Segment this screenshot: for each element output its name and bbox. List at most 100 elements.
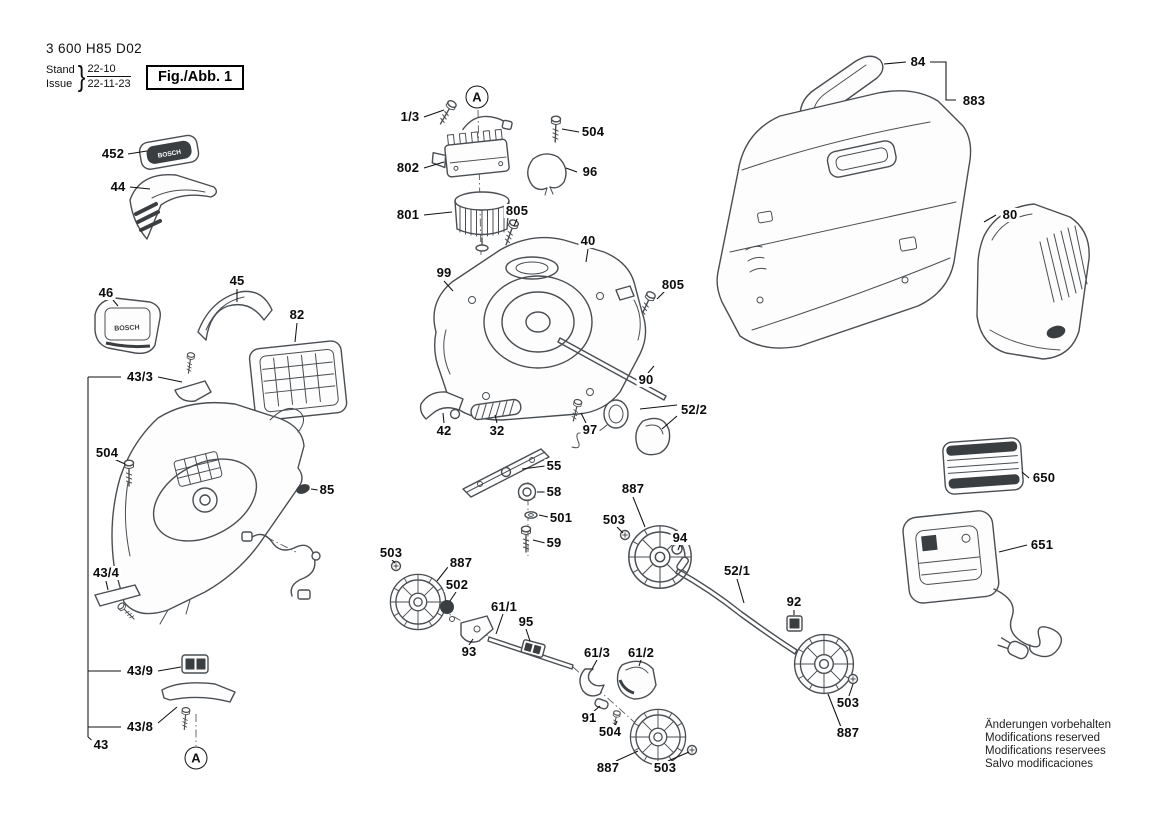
- callout-40: 40: [578, 233, 598, 248]
- part-452-battery: BOSCH: [138, 134, 200, 170]
- callout-58: 58: [544, 484, 564, 499]
- callout-883: 883: [960, 93, 988, 108]
- part-52-1-axle: [675, 568, 798, 655]
- part-96-clamp: [527, 153, 567, 196]
- part-43-9-connector: [181, 654, 209, 674]
- callout-61-1: 61/1: [488, 599, 520, 614]
- callout-85: 85: [317, 482, 337, 497]
- callout-42: 42: [434, 423, 454, 438]
- callout-504: 504: [93, 445, 121, 460]
- issue-label: Issue: [46, 77, 73, 90]
- callout-503: 503: [651, 760, 679, 775]
- callout-887: 887: [594, 760, 622, 775]
- callout-46: 46: [96, 285, 116, 300]
- callout-61-2: 61/2: [625, 645, 657, 660]
- callout-94: 94: [670, 530, 690, 545]
- part-501-washer: [524, 511, 538, 519]
- callout-887: 887: [447, 555, 475, 570]
- callout-84: 84: [908, 54, 928, 69]
- part-32-roller: [470, 398, 522, 421]
- footer-note-line: Änderungen vorbehalten: [985, 719, 1111, 731]
- assembly-marker-a: A: [465, 85, 489, 109]
- brand-text: BOSCH: [114, 324, 140, 332]
- callout-55: 55: [544, 458, 564, 473]
- callout-651: 651: [1028, 537, 1056, 552]
- callout-887: 887: [834, 725, 862, 740]
- callout-91: 91: [579, 710, 599, 725]
- footer-note-line: Modifications reservees: [985, 745, 1106, 757]
- part-44-cover: [129, 174, 218, 240]
- document-number: 3 600 H85 D02: [46, 41, 143, 56]
- part-883-shell: [716, 90, 972, 349]
- callout-52-1: 52/1: [721, 563, 753, 578]
- revision-brace: }: [77, 59, 86, 93]
- part-85-grommet: [296, 484, 310, 494]
- callout-802: 802: [394, 160, 422, 175]
- part-43-3-bracket: [174, 351, 212, 402]
- callout-503: 503: [377, 545, 405, 560]
- part-651-charger: [902, 510, 1063, 660]
- stand-label: Stand: [46, 63, 75, 76]
- part-43-8-plate: [161, 682, 236, 731]
- callout-503: 503: [600, 512, 628, 527]
- figure-label: Fig./Abb. 1: [146, 65, 245, 90]
- callout-650: 650: [1030, 470, 1058, 485]
- callout-80: 80: [1000, 207, 1020, 222]
- part-43-chassis: [111, 401, 305, 625]
- callout-502: 502: [443, 577, 471, 592]
- callout-43-8: 43/8: [124, 719, 156, 734]
- callout-801: 801: [394, 207, 422, 222]
- callout-503: 503: [834, 695, 862, 710]
- callout-93: 93: [459, 644, 479, 659]
- callout-43: 43: [91, 737, 111, 752]
- assembly-marker-a: A: [184, 746, 208, 770]
- part-43-4: [94, 584, 141, 623]
- footer-note-line: Salvo modificaciones: [985, 758, 1094, 770]
- callout-82: 82: [287, 307, 307, 322]
- brand-text: BOSCH: [157, 149, 182, 160]
- part-801-armature: [454, 191, 510, 252]
- part-40-deck: [433, 236, 647, 421]
- part-55-blade: [462, 448, 550, 498]
- callout-92: 92: [784, 594, 804, 609]
- part-80-panel: [976, 203, 1090, 360]
- callout-43-9: 43/9: [124, 663, 156, 678]
- issue-value: 22-11-23: [87, 78, 131, 90]
- callout-45: 45: [227, 273, 247, 288]
- callout-52-2: 52/2: [678, 402, 710, 417]
- callout-96: 96: [580, 164, 600, 179]
- part-802-switch: [431, 115, 513, 178]
- part-90-rod: [557, 337, 667, 401]
- callout-59: 59: [544, 535, 564, 550]
- callout-805: 805: [503, 203, 531, 218]
- callout-805: 805: [659, 277, 687, 292]
- callout-887: 887: [619, 481, 647, 496]
- part-91-pin: [594, 698, 609, 710]
- part-650-battery: [942, 437, 1024, 495]
- part-502-cap: [440, 600, 455, 622]
- callout-99: 99: [434, 265, 454, 280]
- part-61-2: [616, 660, 657, 700]
- callout-32: 32: [487, 423, 507, 438]
- callout-43-3: 43/3: [124, 369, 156, 384]
- callout-61-3: 61/3: [581, 645, 613, 660]
- part-95-connector: [520, 639, 546, 658]
- part-58-hub: [517, 482, 537, 502]
- part-92-connector: [786, 615, 803, 632]
- part-wiring-harness: [241, 531, 321, 600]
- callout-95: 95: [516, 614, 536, 629]
- part-42: [419, 391, 464, 420]
- callout-44: 44: [108, 179, 128, 194]
- part-46-front-cover: BOSCH: [94, 297, 161, 355]
- part-61-3: [579, 668, 605, 697]
- part-82-lid: [248, 340, 348, 422]
- revision-block: Stand Issue } 22-10 22-11-23: [46, 59, 131, 93]
- footer-note-line: Modifications reserved: [985, 732, 1101, 744]
- stand-value: 22-10: [87, 62, 131, 77]
- part-45-handle: [197, 290, 273, 341]
- callout-504: 504: [579, 124, 607, 139]
